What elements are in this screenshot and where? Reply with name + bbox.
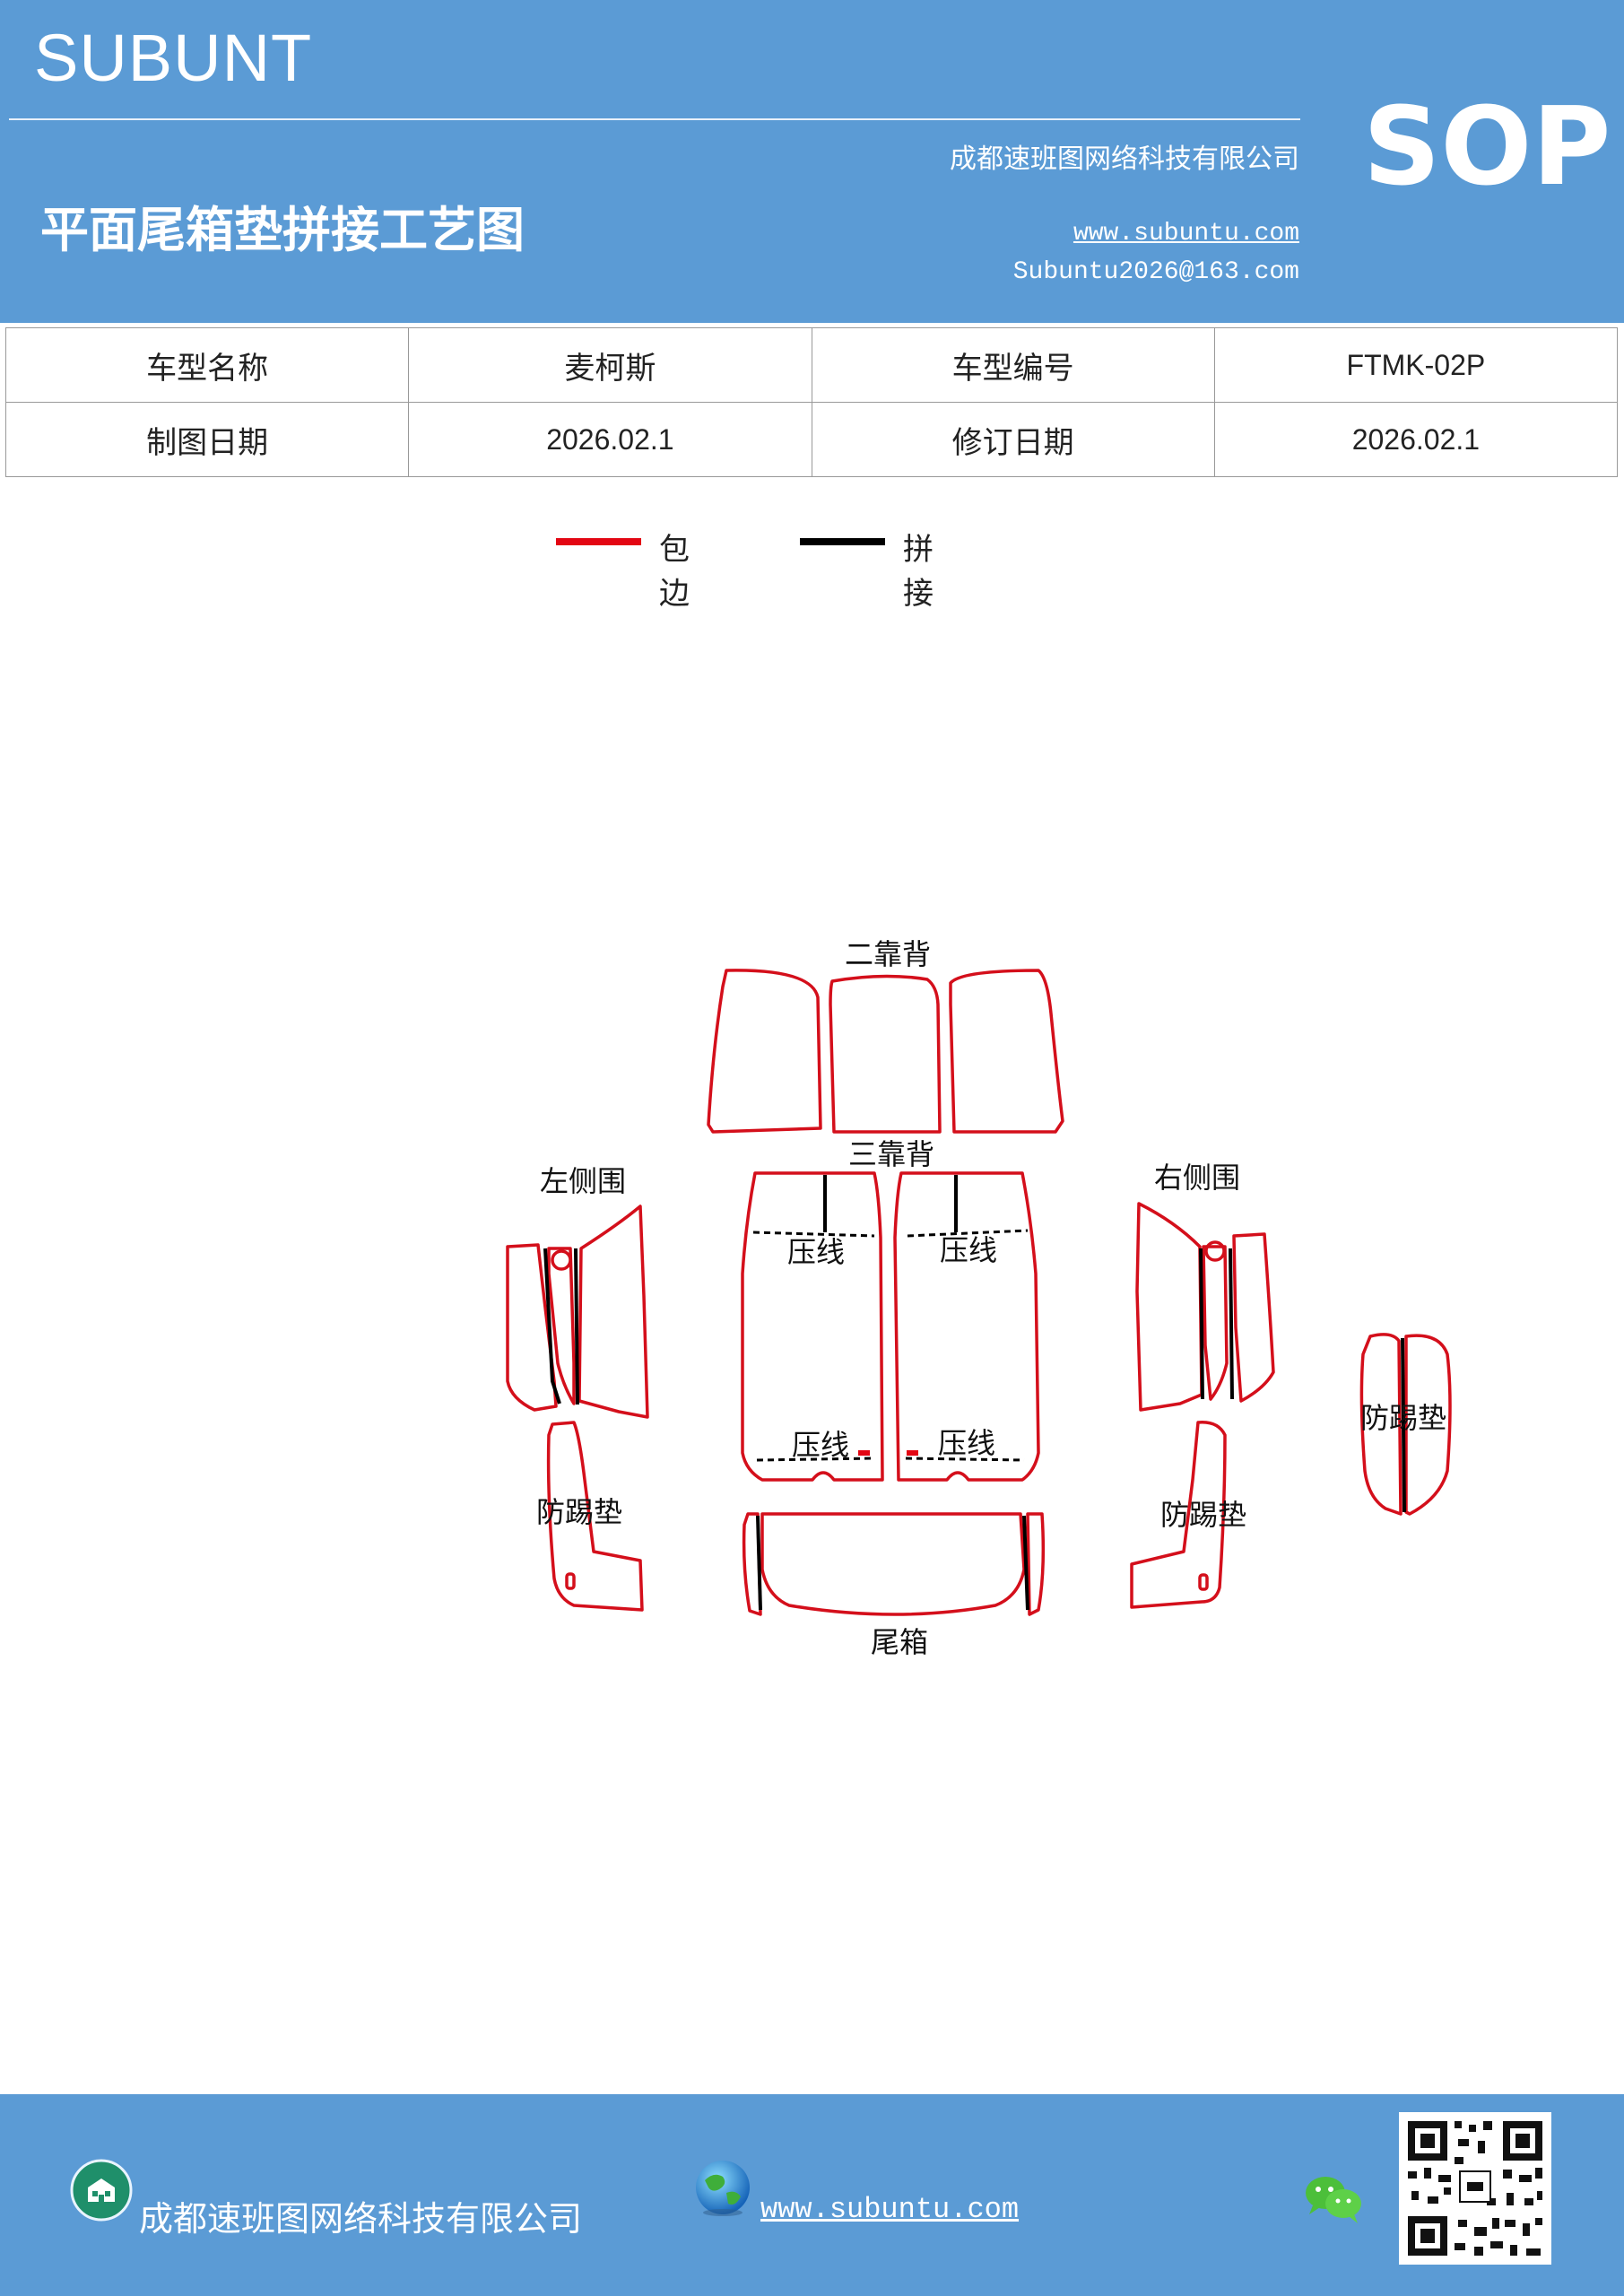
- label-crease-top-right: 压线: [940, 1233, 997, 1267]
- document-title: 平面尾箱垫拼接工艺图: [40, 202, 525, 258]
- right-side-panel-outer-piece: [1135, 1202, 1203, 1412]
- label-crease-bottom-right: 压线: [938, 1426, 995, 1460]
- second-backrest-center-piece: [829, 974, 942, 1134]
- crease-mark-left: [858, 1450, 870, 1456]
- crease-line-bottom-left: [756, 1457, 875, 1462]
- side-kick-pad-left: [1359, 1333, 1403, 1516]
- left-kick-pad-slot: [565, 1572, 576, 1590]
- right-side-panel-seam-a: [1199, 1248, 1204, 1400]
- trunk-mat-main: [760, 1512, 1026, 1616]
- footer-website-link[interactable]: www.subuntu.com: [760, 2193, 1020, 2226]
- second-backrest-left-piece: [707, 969, 822, 1134]
- table-cell-value: 2026.02.1: [1213, 402, 1619, 477]
- wechat-icon[interactable]: [1302, 2173, 1365, 2225]
- header-banner: SUBUNT SOP 平面尾箱垫拼接工艺图 成都速班图网络科技有限公司 www.…: [0, 0, 1624, 323]
- label-right-kick-pad: 防踢垫: [1160, 1498, 1246, 1532]
- label-crease-top-left: 压线: [787, 1235, 845, 1269]
- third-backrest-left-panel: [741, 1171, 884, 1482]
- legend-label-edge: 包边: [659, 532, 690, 612]
- right-side-panel-hole: [1204, 1240, 1226, 1262]
- table-cell-value: 麦柯斯: [408, 327, 812, 403]
- table-cell-value: 2026.02.1: [408, 402, 812, 477]
- trunk-left-wing: [742, 1512, 762, 1616]
- table-row: 制图日期 2026.02.1 修订日期 2026.02.1: [4, 402, 1619, 477]
- header-email: Subuntu2026@163.com: [1012, 258, 1299, 286]
- table-cell-label: 车型名称: [4, 327, 410, 403]
- label-left-side-panel: 左侧围: [540, 1164, 626, 1198]
- legend-swatch-edge: [556, 538, 641, 545]
- left-side-panel-inner-piece: [578, 1205, 649, 1419]
- brand-name: SUBUNT: [34, 21, 313, 95]
- label-left-kick-pad: 防踢垫: [536, 1495, 622, 1529]
- trunk-right-seam: [1022, 1515, 1029, 1611]
- header-divider: [9, 118, 1300, 120]
- table-cell-value: FTMK-02P: [1213, 327, 1619, 403]
- right-side-panel-seam-b: [1229, 1248, 1234, 1400]
- left-side-panel-seam-b: [574, 1248, 579, 1405]
- footer-company: 成都速班图网络科技有限公司: [139, 2199, 583, 2239]
- header-website-link[interactable]: www.subuntu.com: [1073, 220, 1299, 248]
- label-second-backrest: 二靠背: [845, 937, 931, 971]
- wechat-qr-code: [1399, 2112, 1551, 2265]
- crease-line-top-right: [907, 1229, 1029, 1238]
- right-side-panel-middle-piece: [1202, 1245, 1229, 1401]
- sop-badge: SOP: [1363, 85, 1611, 210]
- left-side-panel-hole: [551, 1249, 572, 1271]
- globe-icon: [696, 2161, 750, 2216]
- crease-mark-right: [907, 1450, 918, 1456]
- table-cell-label: 修订日期: [811, 402, 1215, 477]
- crease-line-top-left: [752, 1231, 875, 1238]
- second-backrest-right-piece: [949, 969, 1064, 1134]
- left-side-panel-seam-a: [543, 1248, 561, 1405]
- legend-label-seam: 拼接: [903, 532, 934, 612]
- left-side-panel-middle-piece: [547, 1247, 576, 1405]
- right-kick-pad-slot: [1198, 1573, 1209, 1591]
- table-cell-label: 制图日期: [4, 402, 410, 477]
- vehicle-info-table: 车型名称 麦柯斯 车型编号 FTMK-02P 制图日期 2026.02.1 修订…: [4, 327, 1619, 477]
- table-row: 车型名称 麦柯斯 车型编号 FTMK-02P: [4, 327, 1619, 403]
- right-side-panel-inner-piece: [1232, 1232, 1275, 1403]
- company-building-icon: [70, 2159, 133, 2222]
- label-trunk: 尾箱: [871, 1625, 928, 1659]
- right-kick-pad: [1130, 1421, 1227, 1609]
- label-right-side-panel: 右侧围: [1154, 1161, 1240, 1195]
- table-cell-label: 车型编号: [811, 327, 1215, 403]
- label-side-kick-pad: 防踢垫: [1360, 1401, 1446, 1435]
- third-backrest-right-panel: [893, 1171, 1040, 1482]
- side-kick-pad-right: [1404, 1334, 1452, 1516]
- legend-swatch-seam: [800, 538, 885, 545]
- trunk-right-wing: [1026, 1512, 1046, 1616]
- trunk-left-seam: [756, 1515, 762, 1611]
- side-kick-pad-seam: [1401, 1337, 1406, 1513]
- left-kick-pad: [546, 1421, 644, 1612]
- label-crease-bottom-left: 压线: [792, 1428, 849, 1462]
- crease-line-bottom-right: [905, 1457, 1025, 1462]
- header-company: 成都速班图网络科技有限公司: [950, 144, 1299, 175]
- footer-banner: 成都速班图网络科技有限公司 www.subuntu.com: [0, 2094, 1624, 2296]
- label-third-backrest: 三靠背: [848, 1137, 934, 1171]
